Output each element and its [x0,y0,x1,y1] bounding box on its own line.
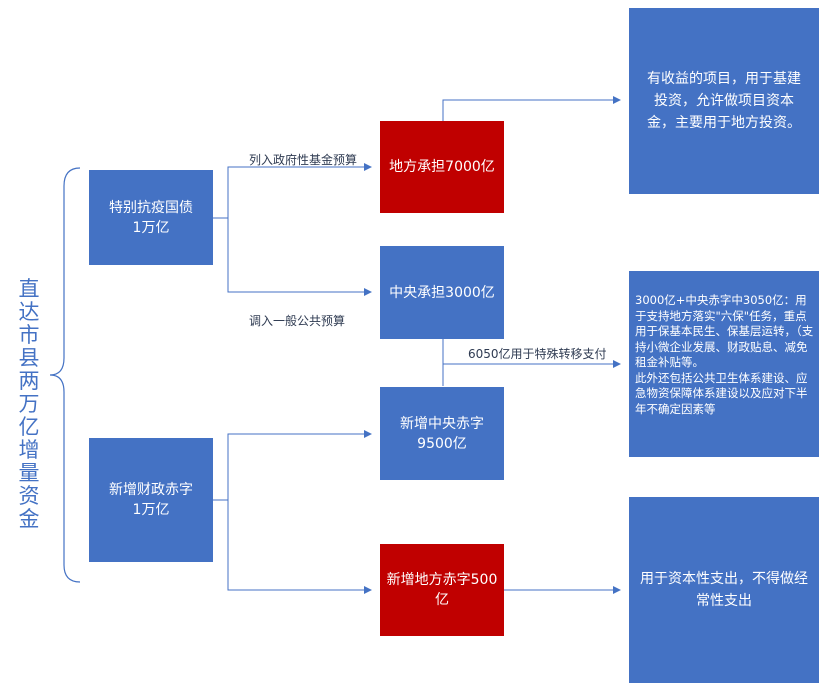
node-central-3000: 中央承担3000亿 [380,246,504,339]
edge-bond-to-local [213,163,372,219]
node-local-deficit: 新增地方赤字500 亿 [380,544,504,636]
main-title: 直达市县两万亿增量资金 [18,277,40,531]
node-central-deficit: 新增中央赤字 9500亿 [380,387,504,480]
node-special-bond: 特别抗疫国债 1万亿 [89,170,213,265]
label-special-transfer: 6050亿用于特殊转移支付 [468,347,607,361]
edge-bond-to-central [227,218,372,296]
edge-deficit-to-central [213,430,372,501]
note-transfer-use: 3000亿+中央赤字中3050亿：用于支持地方落实"六保"任务，重点用于保基本民… [629,271,819,457]
edge-local-to-note [442,96,621,121]
node-new-deficit: 新增财政赤字 1万亿 [89,438,213,562]
note-revenue-projects: 有收益的项目，用于基建投资，允许做项目资本金，主要用于地方投资。 [629,8,819,194]
node-local-7000: 地方承担7000亿 [380,121,504,213]
title-brace [49,167,81,583]
label-fund-budget: 列入政府性基金预算 [249,153,358,167]
note-capital-expenditure: 用于资本性支出，不得做经常性支出 [629,497,819,683]
edge-deficit-to-local [227,500,372,594]
edge-transfer [442,339,620,386]
label-general-budget: 调入一般公共预算 [249,314,346,328]
